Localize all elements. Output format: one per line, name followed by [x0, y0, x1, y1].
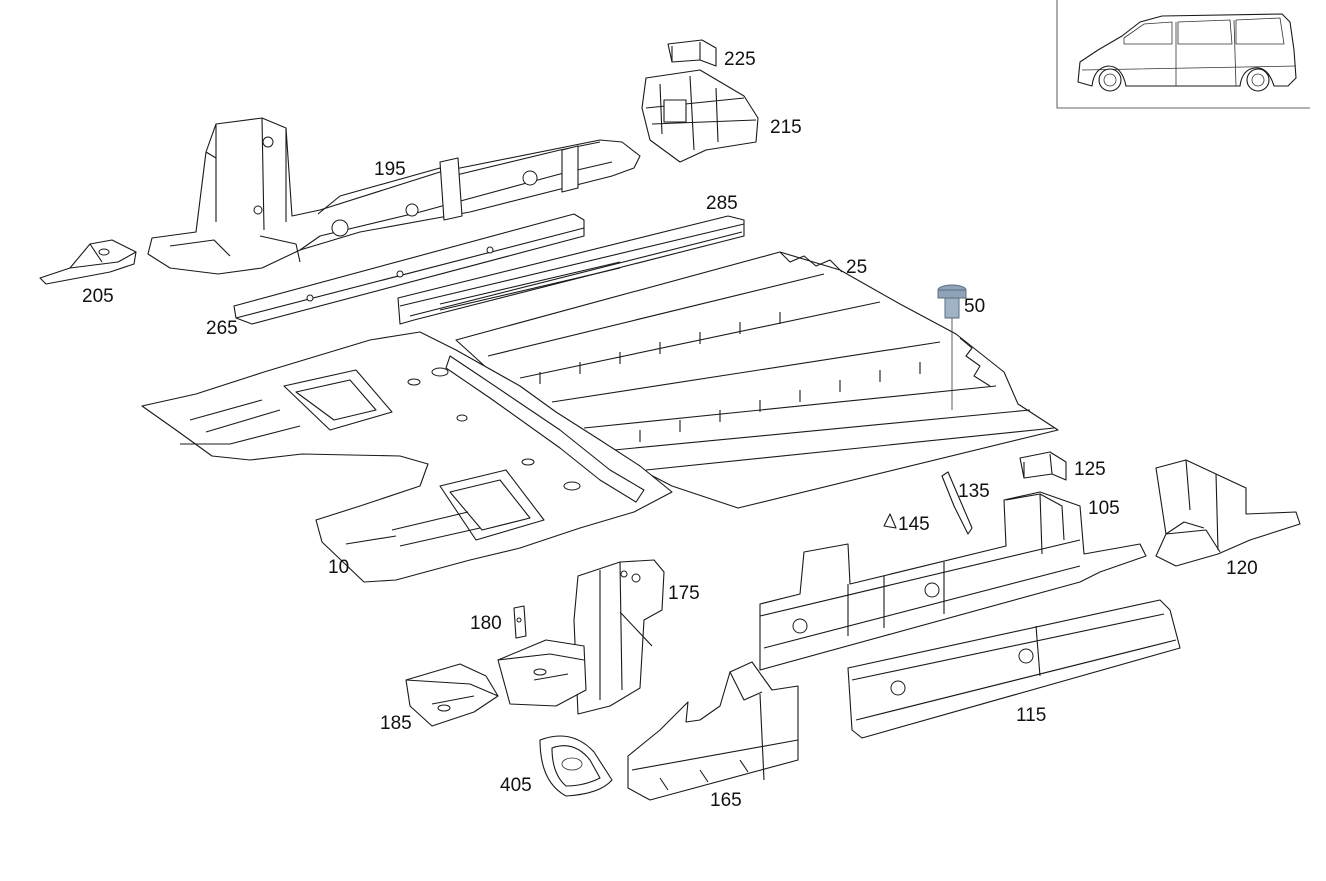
part-225-shape — [667, 39, 717, 67]
part-185-shape — [405, 663, 499, 727]
part-405-shape — [539, 735, 613, 797]
part-265-shape — [233, 213, 585, 325]
part-label-115: 115 — [1016, 705, 1046, 726]
part-label-225: 225 — [724, 49, 756, 70]
part-125-shape — [1019, 451, 1067, 481]
bracket-assembly-shape — [497, 639, 587, 707]
part-285-shape — [397, 215, 745, 325]
part-205-shape — [39, 239, 137, 285]
part-135-shape — [941, 471, 973, 535]
part-175-shape — [573, 559, 665, 715]
van-silhouette-icon — [1077, 13, 1297, 92]
part-label-165: 165 — [710, 790, 742, 811]
part-165-shape — [627, 661, 799, 801]
part-label-185: 185 — [380, 713, 412, 734]
part-label-205: 205 — [82, 286, 114, 307]
part-180-shape — [513, 605, 527, 639]
part-label-175: 175 — [668, 583, 700, 604]
part-label-105: 105 — [1088, 498, 1120, 519]
part-10-shape — [141, 331, 673, 583]
part-label-145: 145 — [898, 514, 930, 535]
part-label-135: 135 — [958, 481, 990, 502]
part-120-shape — [1155, 459, 1301, 567]
part-label-285: 285 — [706, 193, 738, 214]
part-label-120: 120 — [1226, 558, 1258, 579]
vehicle-inset — [1056, 0, 1310, 109]
part-label-405: 405 — [500, 775, 532, 796]
part-195-shape — [147, 117, 641, 275]
part-label-265: 265 — [206, 318, 238, 339]
part-50-shape — [937, 284, 967, 410]
part-label-10: 10 — [328, 557, 349, 578]
part-115-shape — [847, 599, 1181, 739]
part-label-195: 195 — [374, 159, 406, 180]
part-label-25: 25 — [846, 257, 867, 278]
part-labels: 10 25 50 105 115 120 125 135 145 165 175… — [82, 49, 1258, 811]
part-label-50: 50 — [964, 296, 985, 317]
part-label-125: 125 — [1074, 459, 1106, 480]
part-145-shape — [883, 513, 897, 529]
part-label-215: 215 — [770, 117, 802, 138]
part-215-shape — [641, 69, 759, 163]
part-105-shape — [759, 491, 1147, 671]
part-label-180: 180 — [470, 613, 502, 634]
